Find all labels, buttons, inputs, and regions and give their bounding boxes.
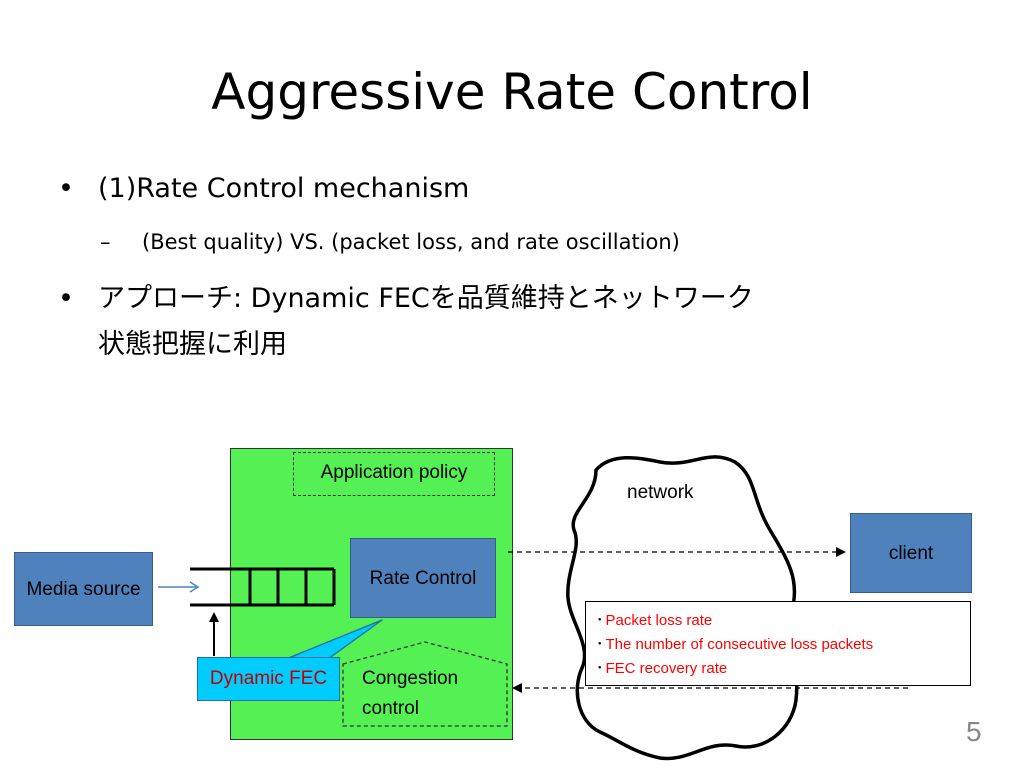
feedback-arrowhead xyxy=(512,683,522,693)
network-label: network xyxy=(627,482,694,503)
bullet-text-line1: アプローチ: Dynamic FECを品質維持とネットワーク xyxy=(98,283,754,314)
page-number: 5 xyxy=(966,716,982,747)
info-item: ･FEC recovery rate xyxy=(596,657,970,681)
bullet-text-line2: 状態把握に利用 xyxy=(98,329,287,360)
congestion-control-label: Congestion control xyxy=(362,664,458,724)
media-source-box: Media source xyxy=(14,552,153,626)
sub-bullet-text: (Best quality) VS. (packet loss, and rat… xyxy=(142,230,680,254)
info-item-text: Packet loss rate xyxy=(605,612,713,629)
congestion-label-line1: Congestion xyxy=(362,668,459,689)
info-item-marker: ･ xyxy=(596,612,604,629)
rate-control-box: Rate Control xyxy=(350,538,496,618)
info-item-text: FEC recovery rate xyxy=(605,660,728,677)
bullet-marker: • xyxy=(58,283,74,314)
congestion-label-line2: control xyxy=(362,698,420,719)
dynamic-fec-callout-pointer xyxy=(285,619,383,660)
client-box: client xyxy=(850,513,972,593)
sub-bullet-tradeoff: – (Best quality) VS. (packet loss, and r… xyxy=(100,228,680,256)
sub-bullet-marker: – xyxy=(100,230,111,254)
slide-title: Aggressive Rate Control xyxy=(211,63,813,121)
bullet-marker: • xyxy=(58,173,74,204)
to-client-arrowhead xyxy=(836,547,846,557)
media-to-queue-arrowhead xyxy=(189,581,200,593)
application-policy-box: Application policy xyxy=(293,452,495,496)
info-item-marker: ･ xyxy=(596,660,604,677)
dynamic-fec-callout: Dynamic FEC xyxy=(197,657,340,701)
bullet-text: (1)Rate Control mechanism xyxy=(98,173,470,204)
feedback-info-box: ･Packet loss rate ･The number of consecu… xyxy=(585,601,971,686)
info-item: ･Packet loss rate xyxy=(596,609,970,633)
info-item-marker: ･ xyxy=(596,636,604,653)
congestion-control-shape xyxy=(342,641,508,727)
fec-to-queue-arrowhead xyxy=(209,612,219,622)
info-item: ･The number of consecutive loss packets xyxy=(596,633,970,657)
info-item-text: The number of consecutive loss packets xyxy=(605,636,874,653)
